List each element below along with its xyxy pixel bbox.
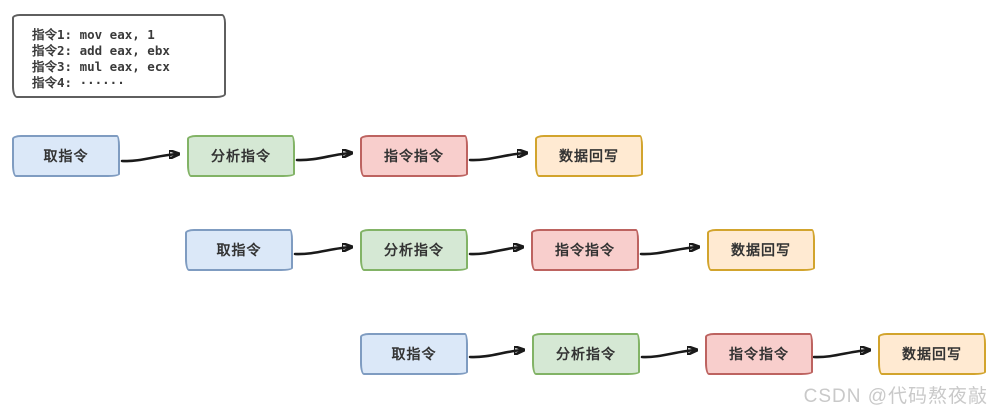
stage-label: 数据回写	[731, 242, 791, 258]
pipeline3-fetch-box: 取指令	[360, 333, 468, 375]
pipeline3-decode-box: 分析指令	[532, 333, 640, 375]
stage-label: 分析指令	[556, 346, 616, 362]
arrow-row3-decode-to-exec	[640, 350, 696, 359]
stage-label: 数据回写	[559, 148, 619, 164]
pipeline2-decode-box: 分析指令	[360, 229, 468, 271]
stage-label: 数据回写	[902, 346, 962, 362]
instruction-code-box: 指令1: mov eax, 1 指令2: add eax, ebx 指令3: m…	[12, 14, 226, 98]
stage-label: 分析指令	[211, 148, 271, 164]
code-line-3: 指令3: mul eax, ecx	[32, 59, 170, 74]
arrow-row1-exec-to-writeback	[468, 153, 526, 162]
code-line-2: 指令2: add eax, ebx	[32, 43, 170, 58]
pipeline2-fetch-box: 取指令	[185, 229, 293, 271]
pipeline1-fetch-box: 取指令	[12, 135, 120, 177]
arrow-row2-exec-to-writeback	[639, 247, 698, 256]
arrow-row2-fetch-to-decode	[293, 247, 351, 256]
arrow-row1-fetch-to-decode	[120, 154, 178, 163]
watermark: CSDN @代码熬夜敲	[803, 386, 988, 407]
stage-label: 分析指令	[384, 242, 444, 258]
stage-label: 取指令	[216, 242, 262, 258]
pipeline3-execute-box: 指令指令	[705, 333, 813, 375]
pipeline3-writeback-box: 数据回写	[878, 333, 986, 375]
pipeline1-execute-box: 指令指令	[360, 135, 468, 177]
code-line-4: 指令4: ······	[32, 75, 125, 90]
stage-label: 指令指令	[729, 346, 789, 362]
arrow-row2-decode-to-exec	[468, 247, 522, 256]
arrow-row1-decode-to-exec	[295, 153, 351, 162]
pipeline1-writeback-box: 数据回写	[535, 135, 643, 177]
arrow-row3-fetch-to-decode	[468, 350, 523, 359]
stage-label: 取指令	[43, 148, 89, 164]
pipeline2-execute-box: 指令指令	[531, 229, 639, 271]
code-line-1: 指令1: mov eax, 1	[32, 27, 155, 42]
stage-label: 取指令	[391, 346, 437, 362]
stage-label: 指令指令	[555, 242, 615, 258]
stage-label: 指令指令	[384, 148, 444, 164]
pipeline1-decode-box: 分析指令	[187, 135, 295, 177]
arrow-row3-exec-to-writeback	[812, 350, 869, 359]
pipeline2-writeback-box: 数据回写	[707, 229, 815, 271]
